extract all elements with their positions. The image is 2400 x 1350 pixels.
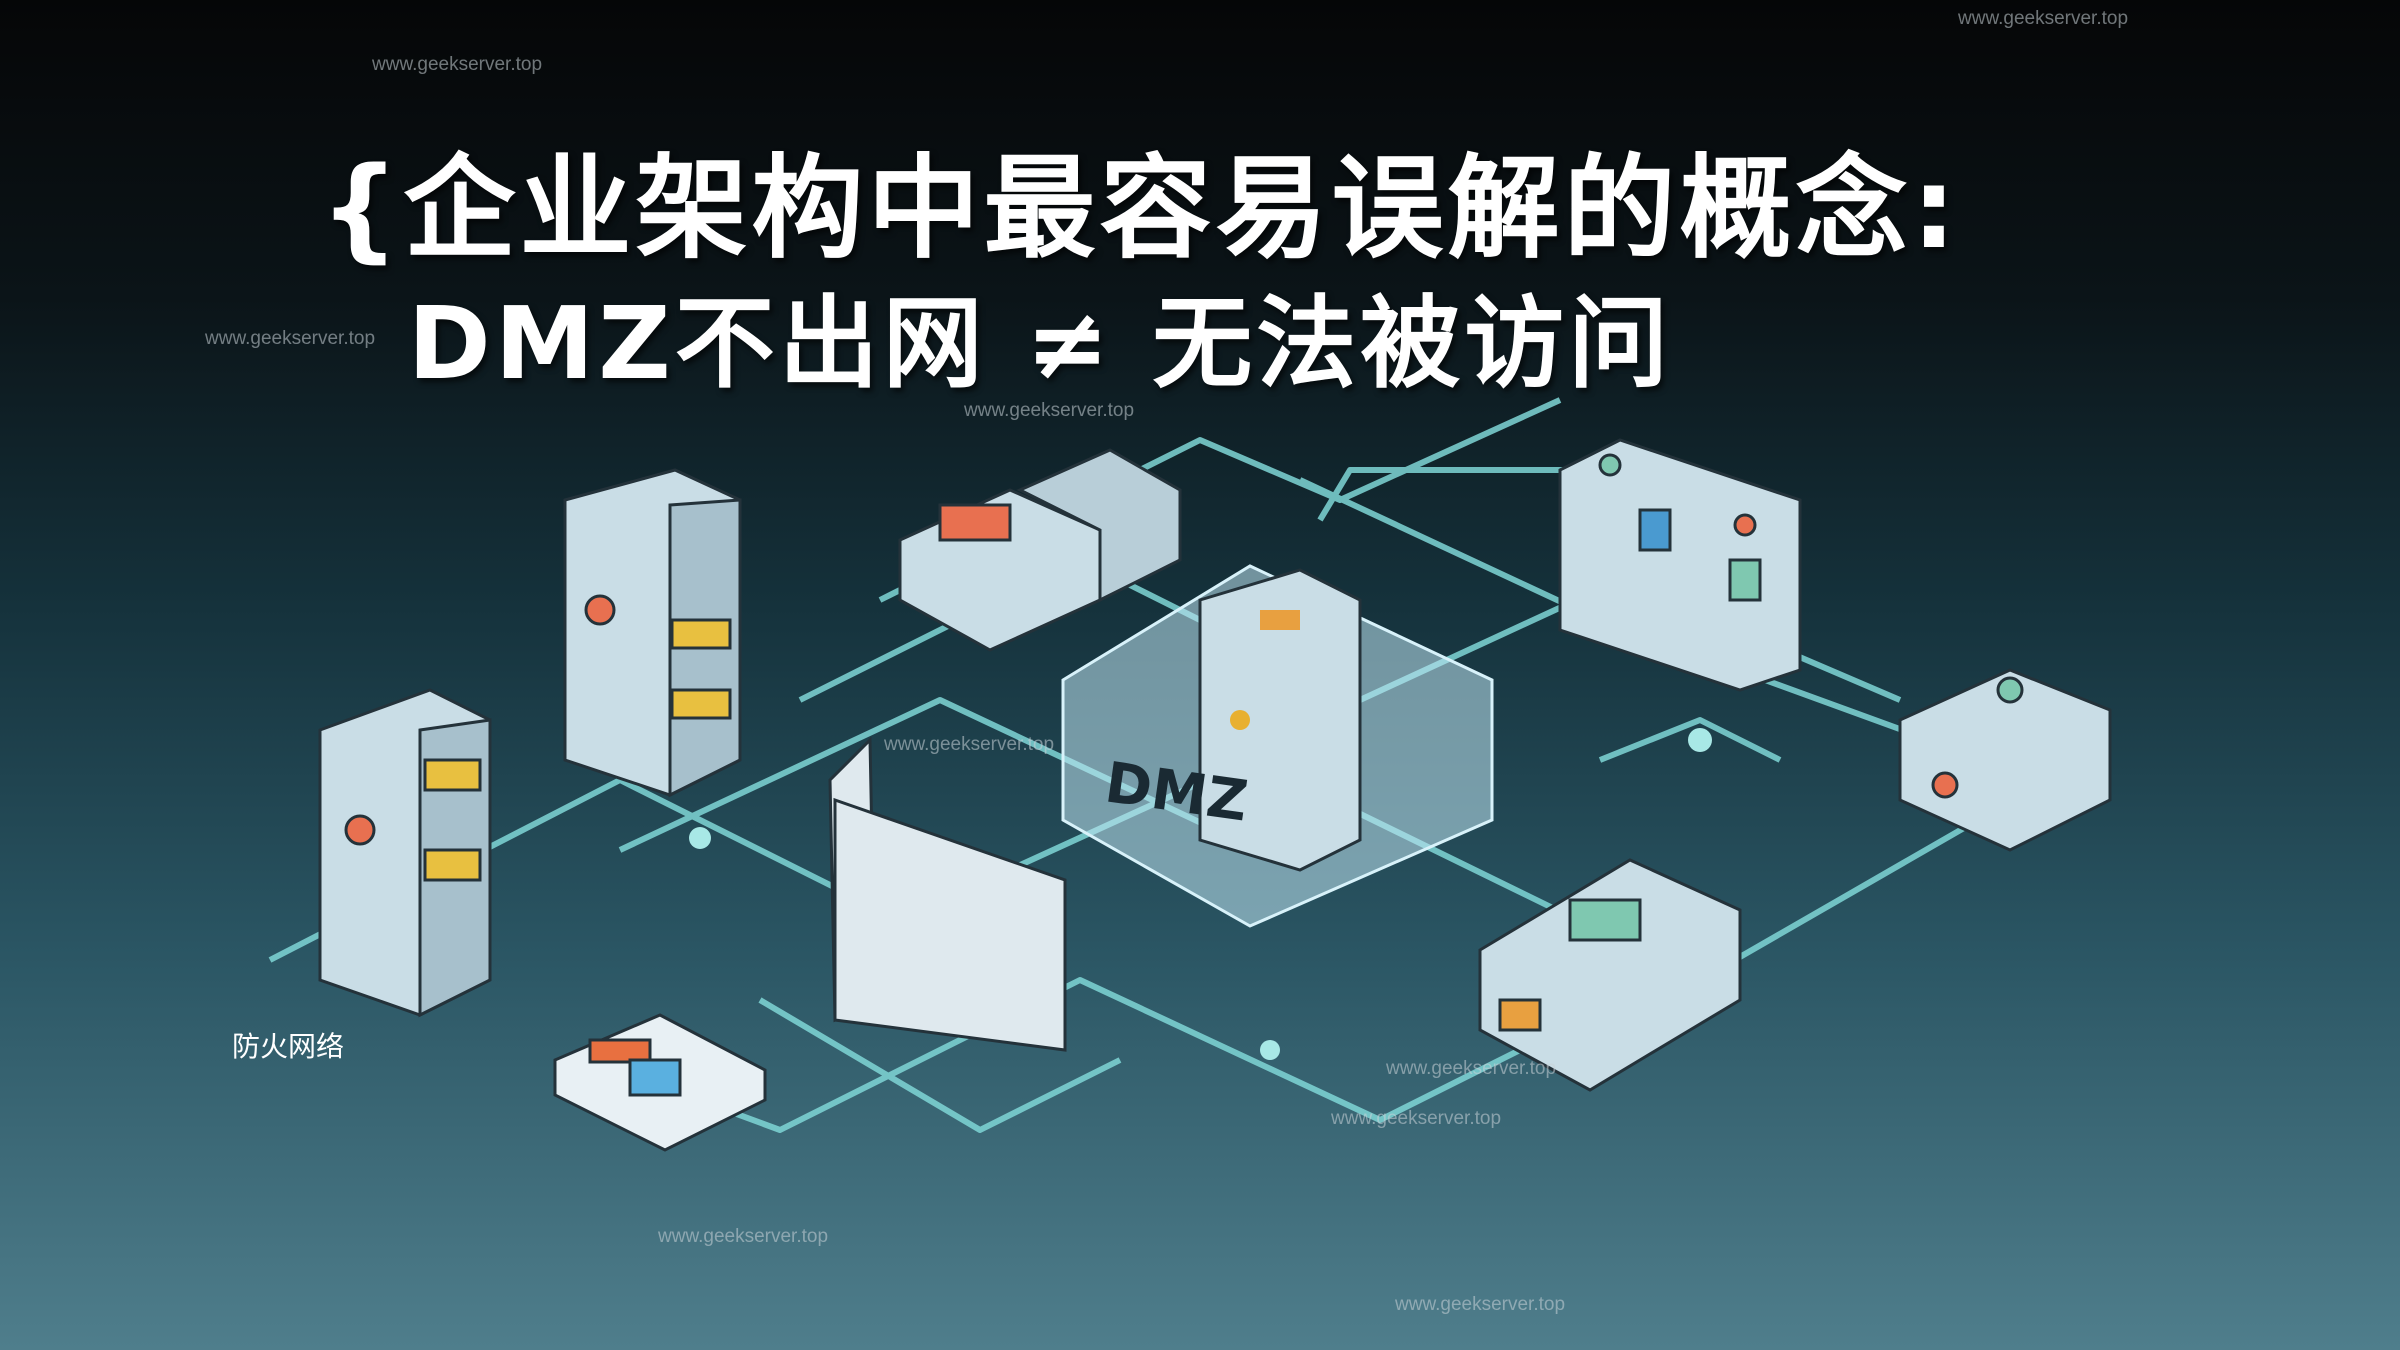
watermark: www.geekserver.top — [372, 54, 543, 75]
watermark: www.geekserver.top — [884, 734, 1055, 755]
server-units-top — [898, 448, 1182, 652]
server-rack-center-left — [563, 468, 742, 798]
watermark: www.geekserver.top — [1331, 1108, 1502, 1129]
firewall-wall — [828, 736, 1067, 1052]
watermark: www.geekserver.top — [964, 400, 1135, 421]
server-rack-right-top — [1558, 438, 1802, 692]
server-rack-left — [318, 688, 492, 1018]
title-line-1: {企业架构中最容易误解的概念: — [319, 144, 1961, 274]
watermark: www.geekserver.top — [1395, 1294, 1566, 1315]
dmz-zone — [1061, 564, 1494, 928]
server-stack-right — [1898, 668, 2112, 852]
appliance-bottom-left — [553, 1013, 767, 1152]
title-line-2: DMZ不出网 ≠ 无法被访问 — [407, 285, 1673, 402]
watermark: www.geekserver.top — [1958, 8, 2129, 29]
link-nodes — [689, 728, 1712, 1060]
watermark: www.geekserver.top — [658, 1226, 829, 1247]
watermark: www.geekserver.top — [1386, 1058, 1557, 1079]
watermark: www.geekserver.top — [205, 328, 376, 349]
appliance-bottom-right — [1478, 858, 1742, 1092]
firewall-network-label: 防火网络 — [232, 1030, 345, 1063]
